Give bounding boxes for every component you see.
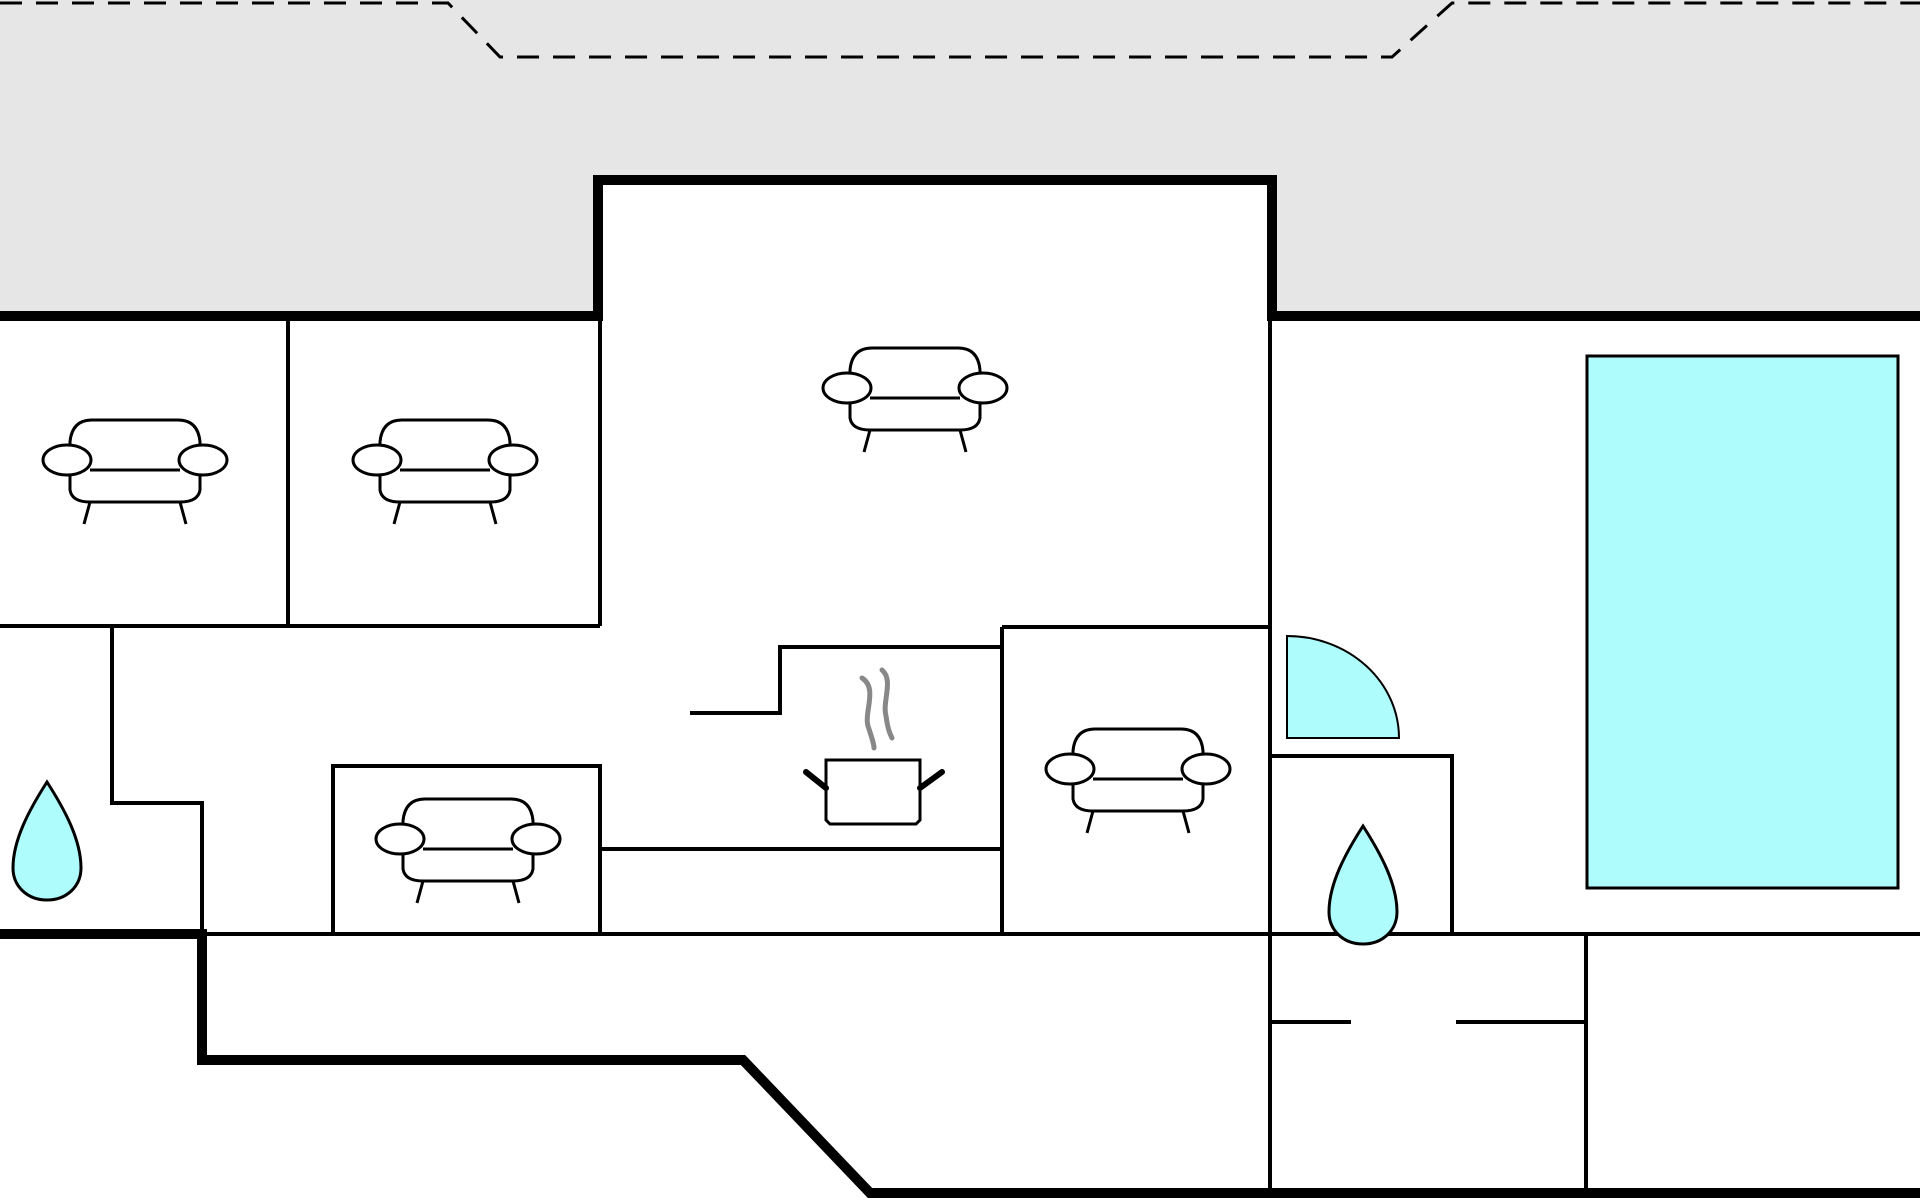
interior-walls — [0, 316, 1920, 1193]
terrace-area — [0, 0, 1920, 316]
water-drop-icon — [1327, 824, 1399, 946]
pool — [1585, 354, 1900, 890]
terrace-boundary-dashed — [0, 1, 1920, 59]
exterior-wall-south — [0, 929, 1920, 1198]
sofa-icon — [821, 346, 1009, 454]
door-swing — [1286, 634, 1401, 739]
sofa-icon — [351, 418, 539, 526]
exterior-wall-north — [0, 175, 1920, 321]
sofa-icon — [41, 418, 229, 526]
sofa-icon — [1044, 727, 1232, 835]
cooking-pot-icon — [803, 667, 945, 826]
sofa-icon — [374, 797, 562, 905]
water-drop-icon — [11, 780, 83, 902]
